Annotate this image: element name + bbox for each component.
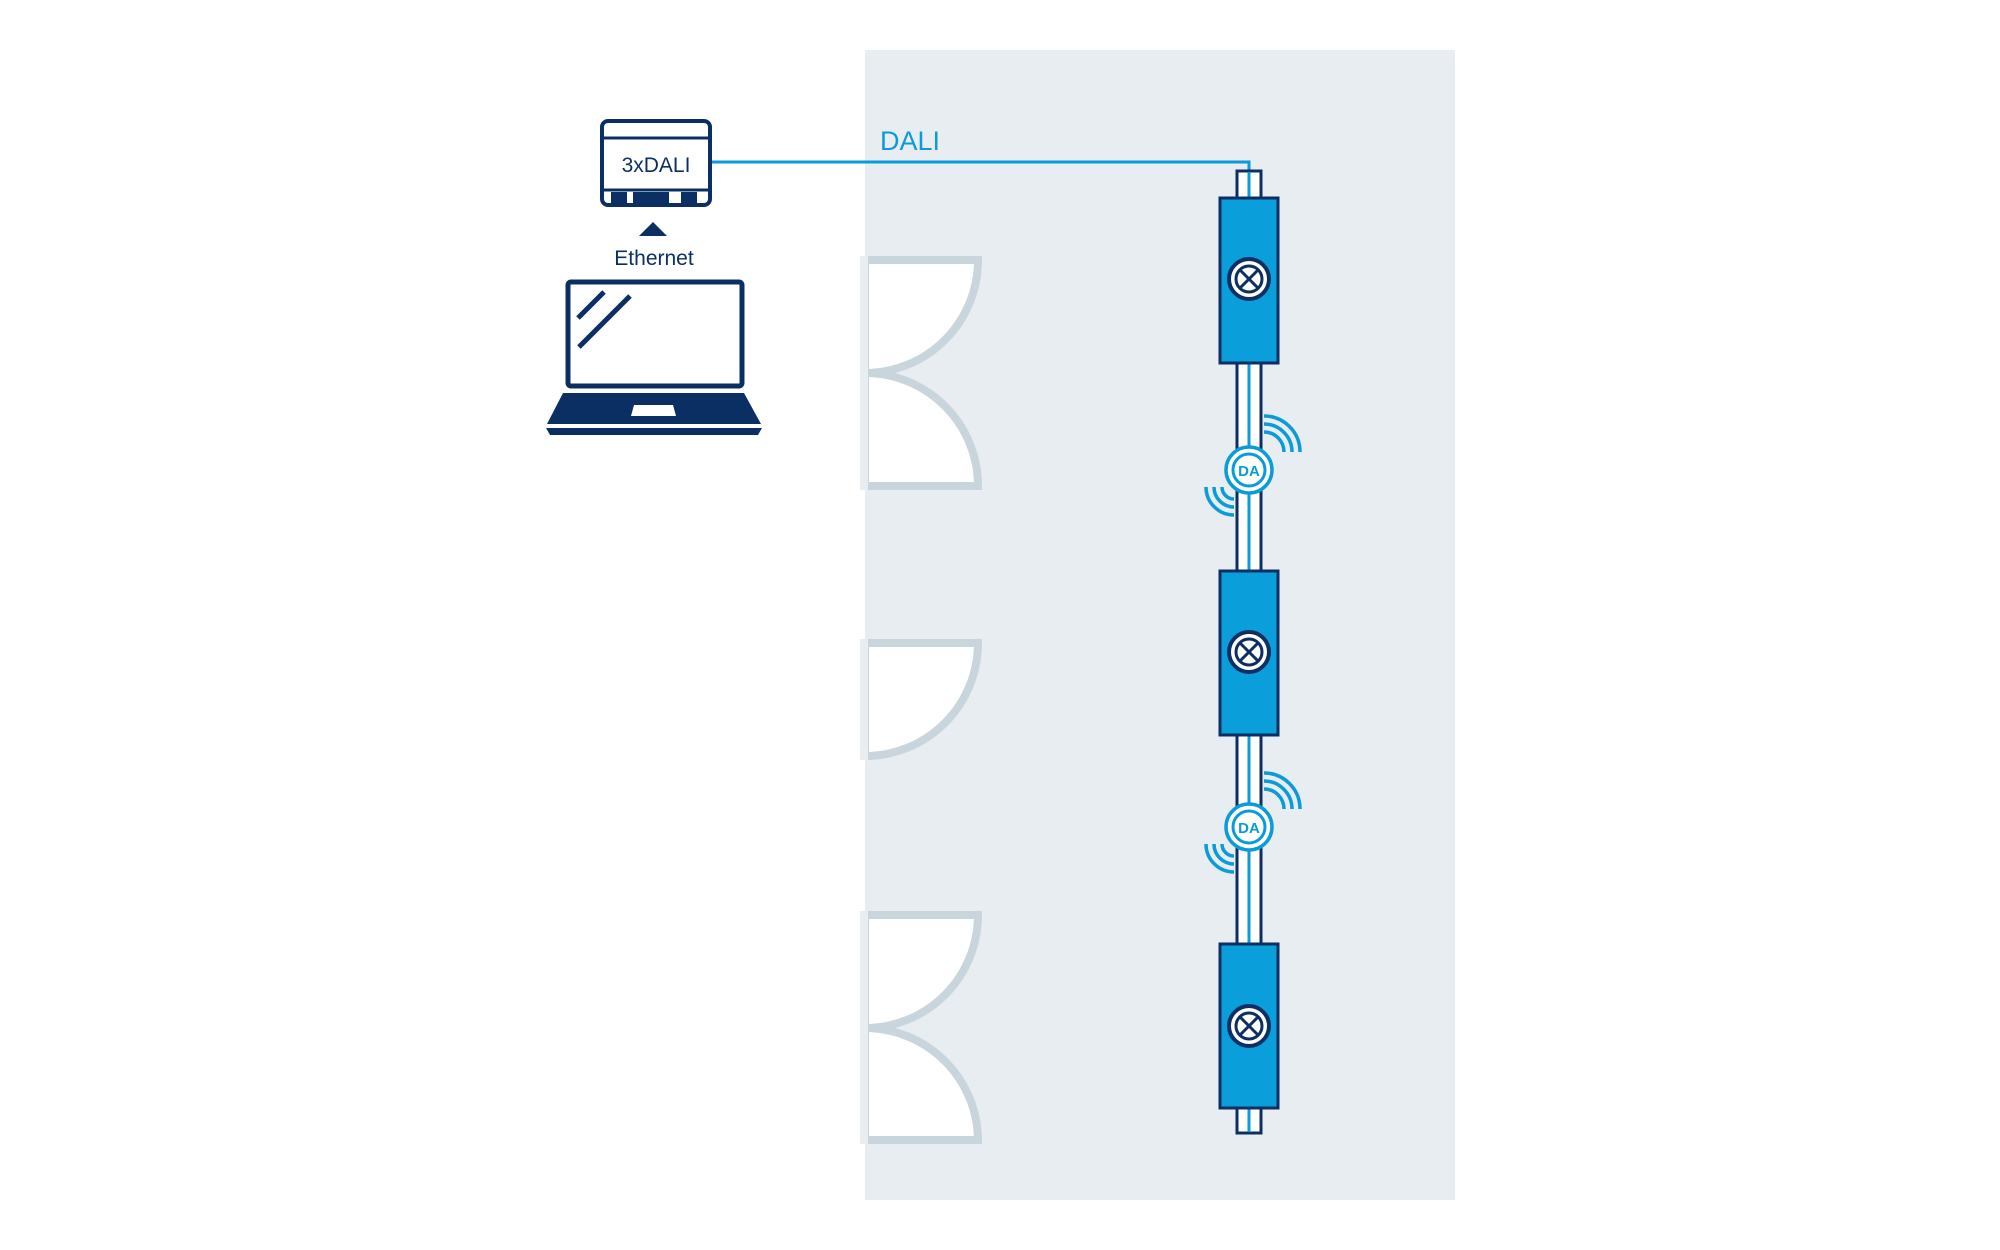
dali-bus-label: DALI: [880, 126, 940, 156]
sensor-1[interactable]: DA: [1204, 414, 1302, 517]
dali-gateway[interactable]: 3xDALI: [600, 119, 712, 207]
sensor-2[interactable]: DA: [1204, 771, 1302, 874]
luminaire-3[interactable]: [1218, 942, 1280, 1110]
lamp-icon: [1227, 630, 1271, 674]
door-single: [861, 639, 983, 761]
arrow-up-icon: [639, 222, 667, 236]
sensor-label: DA: [1238, 463, 1260, 480]
lamp-icon: [1227, 1004, 1271, 1048]
lamp-icon: [1227, 257, 1271, 301]
wireless-signal-icon: [1204, 771, 1302, 874]
luminaire-1[interactable]: [1218, 196, 1280, 365]
wireless-signal-icon: [1204, 414, 1302, 517]
laptop-icon[interactable]: [546, 279, 762, 435]
ethernet-label: Ethernet: [614, 247, 694, 270]
sensor-label: DA: [1238, 820, 1260, 837]
room-panel: [865, 50, 1455, 1200]
gateway-label: 3xDALI: [622, 154, 691, 177]
doors: [860, 256, 983, 1144]
luminaire-2[interactable]: [1218, 569, 1280, 737]
